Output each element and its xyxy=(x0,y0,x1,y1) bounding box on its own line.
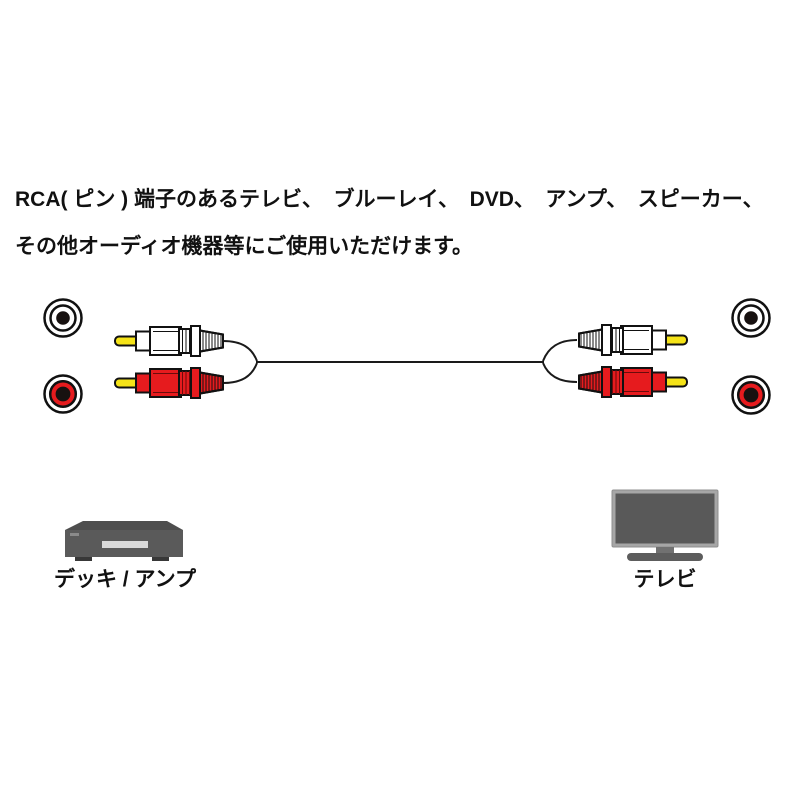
red-rca-jack-right xyxy=(731,375,771,415)
deck-label: デッキ / アンプ xyxy=(53,568,197,591)
red-rca-plug-left xyxy=(114,367,224,399)
description-text: RCA( ピン ) 端子のあるテレビ、 ブルーレイ、 DVD、 アンプ、 スピー… xyxy=(15,176,795,270)
tv-illustration xyxy=(611,489,719,561)
description-line-1: RCA( ピン ) 端子のあるテレビ、 ブルーレイ、 DVD、 アンプ、 スピー… xyxy=(15,188,764,211)
deck-top xyxy=(65,521,183,530)
white-rca-jack-right xyxy=(731,298,771,338)
tv-stand-neck xyxy=(656,547,674,554)
white-rca-plug-right xyxy=(578,324,688,356)
cable-left-red xyxy=(222,362,258,384)
red-rca-plug-right xyxy=(578,366,688,398)
deck-tray-slot xyxy=(102,541,148,548)
deck-buttons xyxy=(70,533,79,536)
cable-right-red xyxy=(542,362,578,383)
deck-foot-right xyxy=(152,557,169,561)
red-rca-jack-left xyxy=(43,374,83,414)
deck-amp-illustration xyxy=(65,521,183,561)
cable-right-white xyxy=(542,339,578,362)
tv-stand-base xyxy=(627,553,703,561)
description-line-2: その他オーディオ機器等にご使用いただけます。 xyxy=(15,235,474,258)
white-rca-plug-left xyxy=(114,325,224,357)
rca-cable-diagram xyxy=(43,298,771,415)
cable-left-white xyxy=(222,340,258,362)
tv-screen xyxy=(615,493,715,544)
deck-foot-left xyxy=(75,557,92,561)
tv-label: テレビ xyxy=(633,568,697,591)
white-rca-jack-left xyxy=(43,298,83,338)
